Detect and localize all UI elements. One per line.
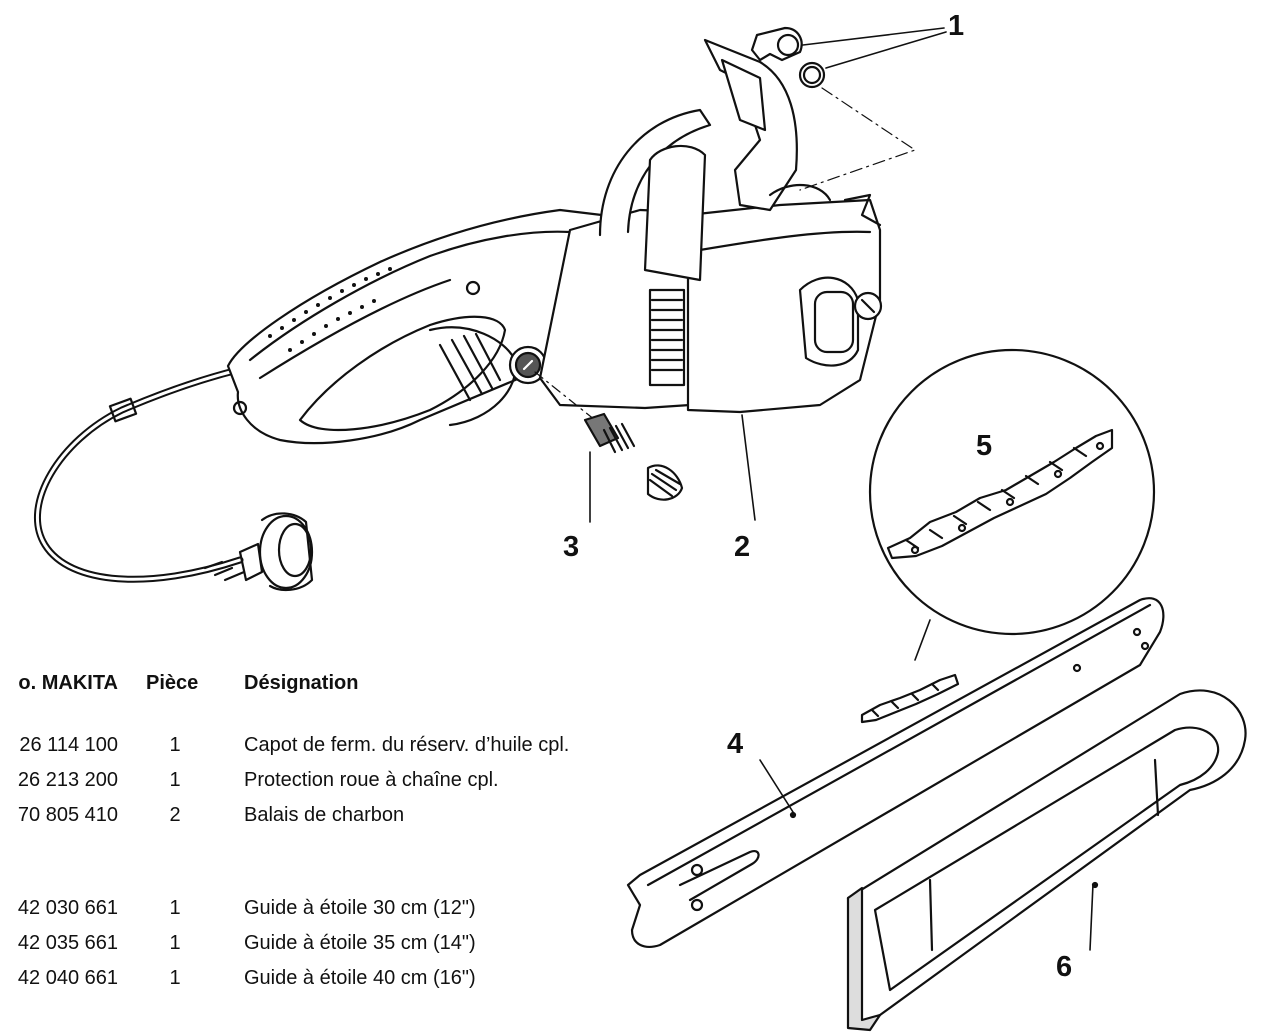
part-number: 70 805 410 [17, 804, 118, 826]
table-row: 26 213 200 1 Protection roue à chaîne cp… [0, 769, 680, 797]
part-number: 42 030 661 [17, 897, 118, 919]
part-qty: 1 [169, 897, 181, 919]
guide-bar [626, 597, 1165, 948]
part-designation: Guide à étoile 30 cm (12") [244, 897, 476, 919]
callout-4: 4 [727, 728, 744, 760]
header-number: o. MAKITA [18, 672, 118, 694]
plug [238, 512, 314, 592]
leader-line-4 [759, 759, 794, 813]
part-number: 26 114 100 [19, 734, 118, 756]
part-qty: 1 [169, 967, 181, 989]
part-qty: 1 [169, 932, 181, 954]
callout-6: 6 [1056, 951, 1073, 983]
header-qty: Pièce [146, 672, 199, 694]
power-cord [33, 366, 246, 583]
table-row: 42 030 661 1 Guide à étoile 30 cm (12") [0, 897, 680, 925]
callout-3: 3 [563, 531, 580, 563]
part-number: 42 035 661 [17, 932, 118, 954]
part-number: 42 040 661 [17, 967, 118, 989]
part-qty: 1 [169, 734, 181, 756]
callout-1: 1 [948, 10, 965, 42]
carbon-brush-parts [534, 371, 756, 523]
table-row: 42 040 661 1 Guide à étoile 40 cm (16") [0, 967, 680, 995]
callout-5: 5 [976, 430, 993, 462]
part-qty: 1 [169, 769, 181, 791]
callout-2: 2 [734, 531, 751, 563]
chain-detail-circle [868, 348, 1156, 661]
leader-line-6 [1089, 883, 1094, 951]
table-row: 42 035 661 1 Guide à étoile 35 cm (14") [0, 932, 680, 960]
part-designation: Capot de ferm. du réserv. d’huile cpl. [244, 734, 570, 756]
table-row: 70 805 410 2 Balais de charbon [0, 804, 680, 832]
saw-chain [860, 673, 960, 724]
bar-cover [846, 689, 1247, 1032]
table-header: o. MAKITA Pièce Désignation [0, 672, 680, 700]
chainsaw-body [226, 38, 883, 445]
part-designation: Protection roue à chaîne cpl. [244, 769, 499, 791]
header-designation: Désignation [244, 672, 359, 694]
table-row: 26 114 100 1 Capot de ferm. du réserv. d… [0, 734, 680, 762]
part-designation: Guide à étoile 35 cm (14") [244, 932, 476, 954]
oil-cap-parts [750, 26, 947, 191]
part-designation: Guide à étoile 40 cm (16") [244, 967, 476, 989]
part-designation: Balais de charbon [244, 804, 405, 826]
part-qty: 2 [169, 804, 181, 826]
part-number: 26 213 200 [17, 769, 118, 791]
